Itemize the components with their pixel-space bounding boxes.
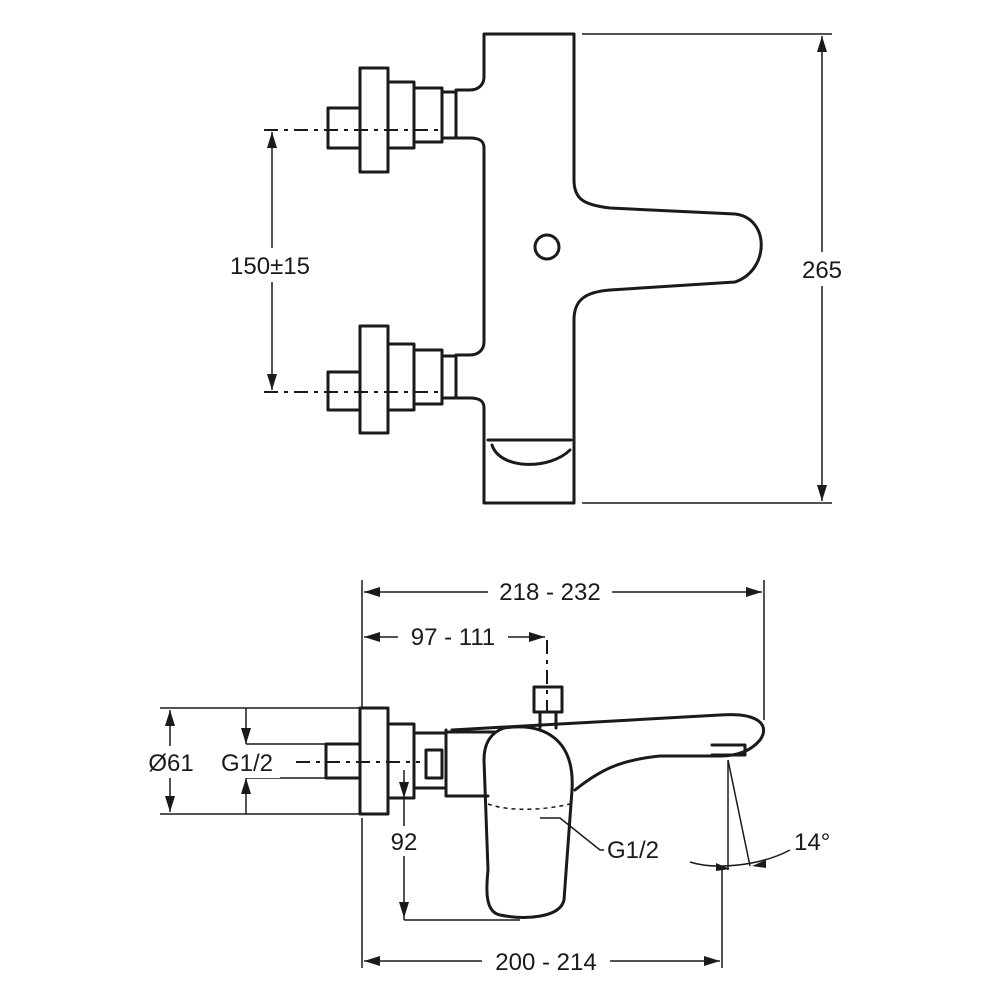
angle-label: 14° <box>794 829 830 856</box>
outlet-offset-label: 97 - 111 <box>411 624 496 651</box>
outlet-thread-callout: G1/2 <box>540 817 659 864</box>
top-view-body <box>454 32 763 505</box>
height-dimension-label: 265 <box>802 257 842 284</box>
outlet-offset-dimension: 97 - 111 <box>364 622 545 652</box>
top-view-handle-hole <box>533 233 561 261</box>
spacing-dimension: 150±15 <box>220 132 320 390</box>
depth-dimension: 92 <box>384 770 520 921</box>
side-view-lever <box>482 725 574 919</box>
upper-connector <box>326 66 458 174</box>
side-view-spout <box>450 713 766 792</box>
inlet-thread-dimension: G1/2 <box>214 708 326 814</box>
total-length-dimension: 218 - 232 <box>361 576 765 720</box>
top-view: 150±15 265 <box>220 32 848 505</box>
nozzle-axis <box>727 759 751 867</box>
total-length-label: 218 - 232 <box>499 579 600 606</box>
side-view: 218 - 232 97 - 111 Ø61 <box>140 576 830 978</box>
top-view-outlet <box>486 438 573 466</box>
side-view-spout-tip <box>710 743 747 757</box>
body-length-label: 200 - 214 <box>495 949 596 976</box>
depth-label: 92 <box>391 829 418 856</box>
inlet-thread-label: G1/2 <box>221 750 273 777</box>
body-length-dimension: 200 - 214 <box>361 818 723 978</box>
outlet-thread-label: G1/2 <box>607 837 659 864</box>
lower-connector <box>326 324 458 435</box>
hidden-thread-line <box>487 803 571 810</box>
rosette-dimension: Ø61 <box>140 707 360 815</box>
height-dimension: 265 <box>582 33 848 504</box>
rosette-diameter-label: Ø61 <box>148 750 193 777</box>
spacing-dimension-label: 150±15 <box>230 253 310 280</box>
angle-dimension: 14° <box>689 829 830 871</box>
